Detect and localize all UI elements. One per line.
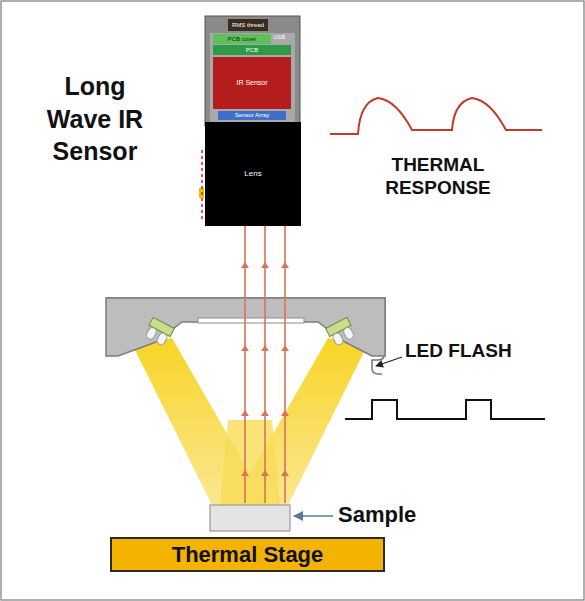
holder-window (198, 318, 304, 323)
ir-rays (241, 226, 289, 503)
mark-dash (201, 204, 203, 207)
mark-dash (201, 192, 203, 195)
mark-dash (201, 174, 203, 177)
ray-arrowhead (241, 470, 249, 476)
mark-dash (201, 162, 203, 165)
sensor-array: Sensor Array (218, 111, 286, 120)
part-label: THERMAL RESPONSE (378, 154, 498, 200)
mark-dash (201, 216, 203, 219)
node-text: PCB cover (228, 36, 257, 42)
mark-dash (201, 186, 203, 189)
node-text: Lens (244, 170, 261, 178)
thermal-waveform (330, 98, 542, 134)
stage-box: Thermal Stage (110, 537, 385, 572)
led (326, 317, 357, 347)
ray-arrowhead (241, 410, 249, 416)
leader-line (376, 357, 402, 366)
part-label: Long Wave IR Sensor (39, 70, 151, 168)
mark-dash (201, 198, 203, 201)
pcb-board: PCB (213, 45, 291, 55)
node-text: Sensor Array (235, 112, 270, 118)
part-label: LED FLASH (405, 340, 512, 363)
ray-arrowhead (261, 410, 269, 416)
led (143, 317, 174, 347)
mark-dash (201, 150, 203, 153)
pcb-cover: PCB cover (213, 34, 271, 44)
ray-arrowhead (281, 345, 289, 351)
ray-arrowhead (261, 345, 269, 351)
ir-sensor-box: IR Sensor (213, 57, 291, 109)
alignment-marks (202, 150, 203, 219)
ray-arrowhead (281, 470, 289, 476)
part-label: Sample (338, 502, 416, 528)
port-label: USB (273, 34, 285, 41)
node-text: Thermal Stage (172, 543, 324, 566)
ray-arrowhead (261, 262, 269, 268)
sample-block (210, 505, 290, 531)
leader-line (294, 515, 333, 517)
indicator (199, 188, 204, 198)
flash-waveform (345, 400, 545, 419)
ray-arrowhead (281, 410, 289, 416)
mark-dash (201, 168, 203, 171)
housing-inner (210, 33, 295, 123)
ray-arrowhead (281, 262, 289, 268)
ray-arrowhead (241, 345, 249, 351)
ray-arrowhead (241, 262, 249, 268)
mark-dash (201, 180, 203, 183)
mark-dash (201, 210, 203, 213)
lens-box: Lens (205, 122, 301, 226)
mark-dash (201, 156, 203, 159)
node-text: PCB (246, 47, 258, 53)
node-text: RMS thread (232, 22, 264, 28)
sensor-housing (205, 16, 300, 126)
thread-box: RMS thread (228, 19, 268, 31)
ray-arrowhead (261, 470, 269, 476)
light-beam (220, 420, 280, 505)
node-text: IR Sensor (236, 79, 267, 86)
